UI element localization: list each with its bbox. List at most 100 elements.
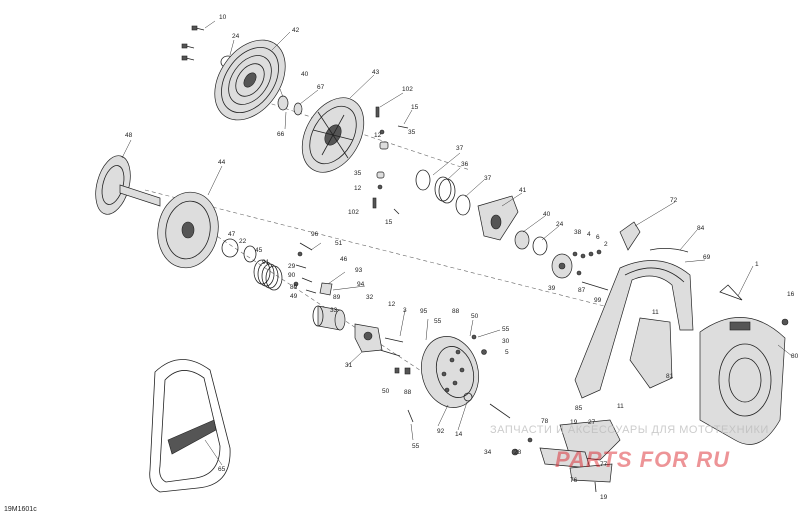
callout-87: 87	[578, 287, 586, 294]
callout-10: 10	[219, 14, 227, 21]
spring-cup-33	[312, 305, 346, 331]
callout-19: 19	[570, 419, 578, 426]
callout-84: 84	[697, 225, 705, 232]
drawing-code: 19M1601c	[4, 506, 37, 513]
cam-41	[477, 195, 519, 241]
callout-15-lower: 15	[385, 219, 393, 226]
callout-80: 80	[791, 353, 799, 360]
callout-16: 16	[787, 291, 795, 298]
callout-65: 65	[218, 466, 226, 473]
callout-28: 28	[514, 449, 522, 456]
callout-46: 46	[340, 256, 348, 263]
callout-11: 11	[652, 309, 659, 316]
callout-95: 95	[420, 308, 428, 315]
small-bolts-right	[572, 249, 609, 291]
callout-33: 33	[330, 307, 338, 314]
callout-31: 31	[345, 362, 353, 369]
bushing-40	[277, 95, 289, 111]
callout-34: 34	[484, 449, 492, 456]
callout-44: 44	[218, 159, 226, 166]
callout-96: 96	[311, 231, 319, 238]
callout-36: 36	[461, 161, 469, 168]
callout-55-c: 55	[412, 443, 420, 450]
callout-24: 24	[232, 33, 240, 40]
callout-66: 66	[277, 131, 285, 138]
callout-6: 6	[596, 234, 600, 241]
watermark-brand-text: PARTS FOR RU	[555, 447, 730, 472]
callout-37-b: 37	[484, 175, 492, 182]
callout-50-b: 50	[382, 388, 390, 395]
callout-35: 35	[408, 129, 416, 136]
callout-51: 51	[335, 240, 343, 247]
fixed-sheave-shaft-48	[95, 155, 161, 215]
callout-55-b: 55	[434, 318, 442, 325]
callout-35-lower: 35	[354, 170, 362, 177]
callout-12-lower: 12	[354, 185, 362, 192]
callout-3: 3	[403, 307, 407, 314]
pin-15-lower	[393, 208, 400, 215]
callout-42: 42	[292, 27, 300, 34]
pin-set-middle	[293, 242, 333, 296]
belt-guard-69	[574, 260, 694, 399]
callout-99: 99	[594, 297, 602, 304]
callout-78: 78	[541, 418, 549, 425]
ramp-39	[551, 253, 573, 279]
callout-88-b: 88	[404, 389, 412, 396]
upper-assembly-axis	[244, 94, 471, 171]
callout-40-b: 40	[543, 211, 551, 218]
movable-sheave-43	[301, 97, 365, 173]
callout-67: 67	[317, 84, 325, 91]
bolt-102-lower	[372, 197, 377, 209]
callout-47: 47	[228, 231, 236, 238]
watermark: ЗАПЧАСТИ И АКСЕССУАРЫ ДЛЯ МОТОТЕХНИКИ PA…	[490, 424, 769, 472]
bushing-67	[293, 102, 303, 116]
drive-sheave-44	[157, 191, 219, 269]
callout-5: 5	[505, 349, 509, 356]
callout-92: 92	[437, 428, 445, 435]
fastener-16	[781, 318, 789, 326]
cover-31	[354, 323, 383, 353]
callout-12-c: 12	[388, 301, 396, 308]
nut-12	[379, 129, 385, 135]
rings-37-36	[415, 169, 471, 216]
circlip-24-right	[532, 236, 548, 256]
callout-19-b: 19	[600, 494, 608, 501]
callout-45: 45	[255, 247, 263, 254]
callout-77: 77	[600, 461, 608, 468]
callout-49: 49	[290, 293, 298, 300]
cover-80	[699, 317, 786, 445]
callout-41: 41	[519, 187, 527, 194]
callout-labels: 10 24 42 40 67 66 43 102 15 12 35 35 12 …	[125, 14, 799, 501]
callout-88: 88	[452, 308, 460, 315]
bolt-102	[375, 106, 380, 118]
callout-27: 27	[588, 419, 596, 426]
callout-89: 89	[290, 284, 298, 291]
spring-91	[253, 259, 283, 291]
callout-1: 1	[755, 261, 759, 268]
callout-94: 94	[357, 281, 365, 288]
callout-91: 91	[262, 259, 270, 266]
callout-40: 40	[301, 71, 309, 78]
bracket-72	[619, 221, 641, 251]
bolts-lower-center	[379, 334, 511, 423]
callout-90: 90	[288, 272, 296, 279]
cap-35	[379, 141, 389, 150]
callout-69: 69	[703, 254, 711, 261]
bushing-45	[243, 245, 257, 263]
callout-81: 81	[666, 373, 674, 380]
nut-12-lower	[377, 184, 383, 190]
callout-50: 50	[471, 313, 479, 320]
bolt-set-10	[181, 25, 205, 61]
fixed-sheave-42	[214, 39, 286, 121]
watermark-top-text: ЗАПЧАСТИ И АКСЕССУАРЫ ДЛЯ МОТОТЕХНИКИ	[490, 424, 769, 436]
callout-72: 72	[670, 197, 678, 204]
washer-47	[221, 238, 239, 258]
callout-85: 85	[575, 405, 583, 412]
callout-93: 93	[355, 267, 363, 274]
callout-14: 14	[455, 431, 463, 438]
callout-55: 55	[502, 326, 510, 333]
bracket-assembly-bottom	[511, 419, 621, 493]
callout-24-b: 24	[556, 221, 564, 228]
